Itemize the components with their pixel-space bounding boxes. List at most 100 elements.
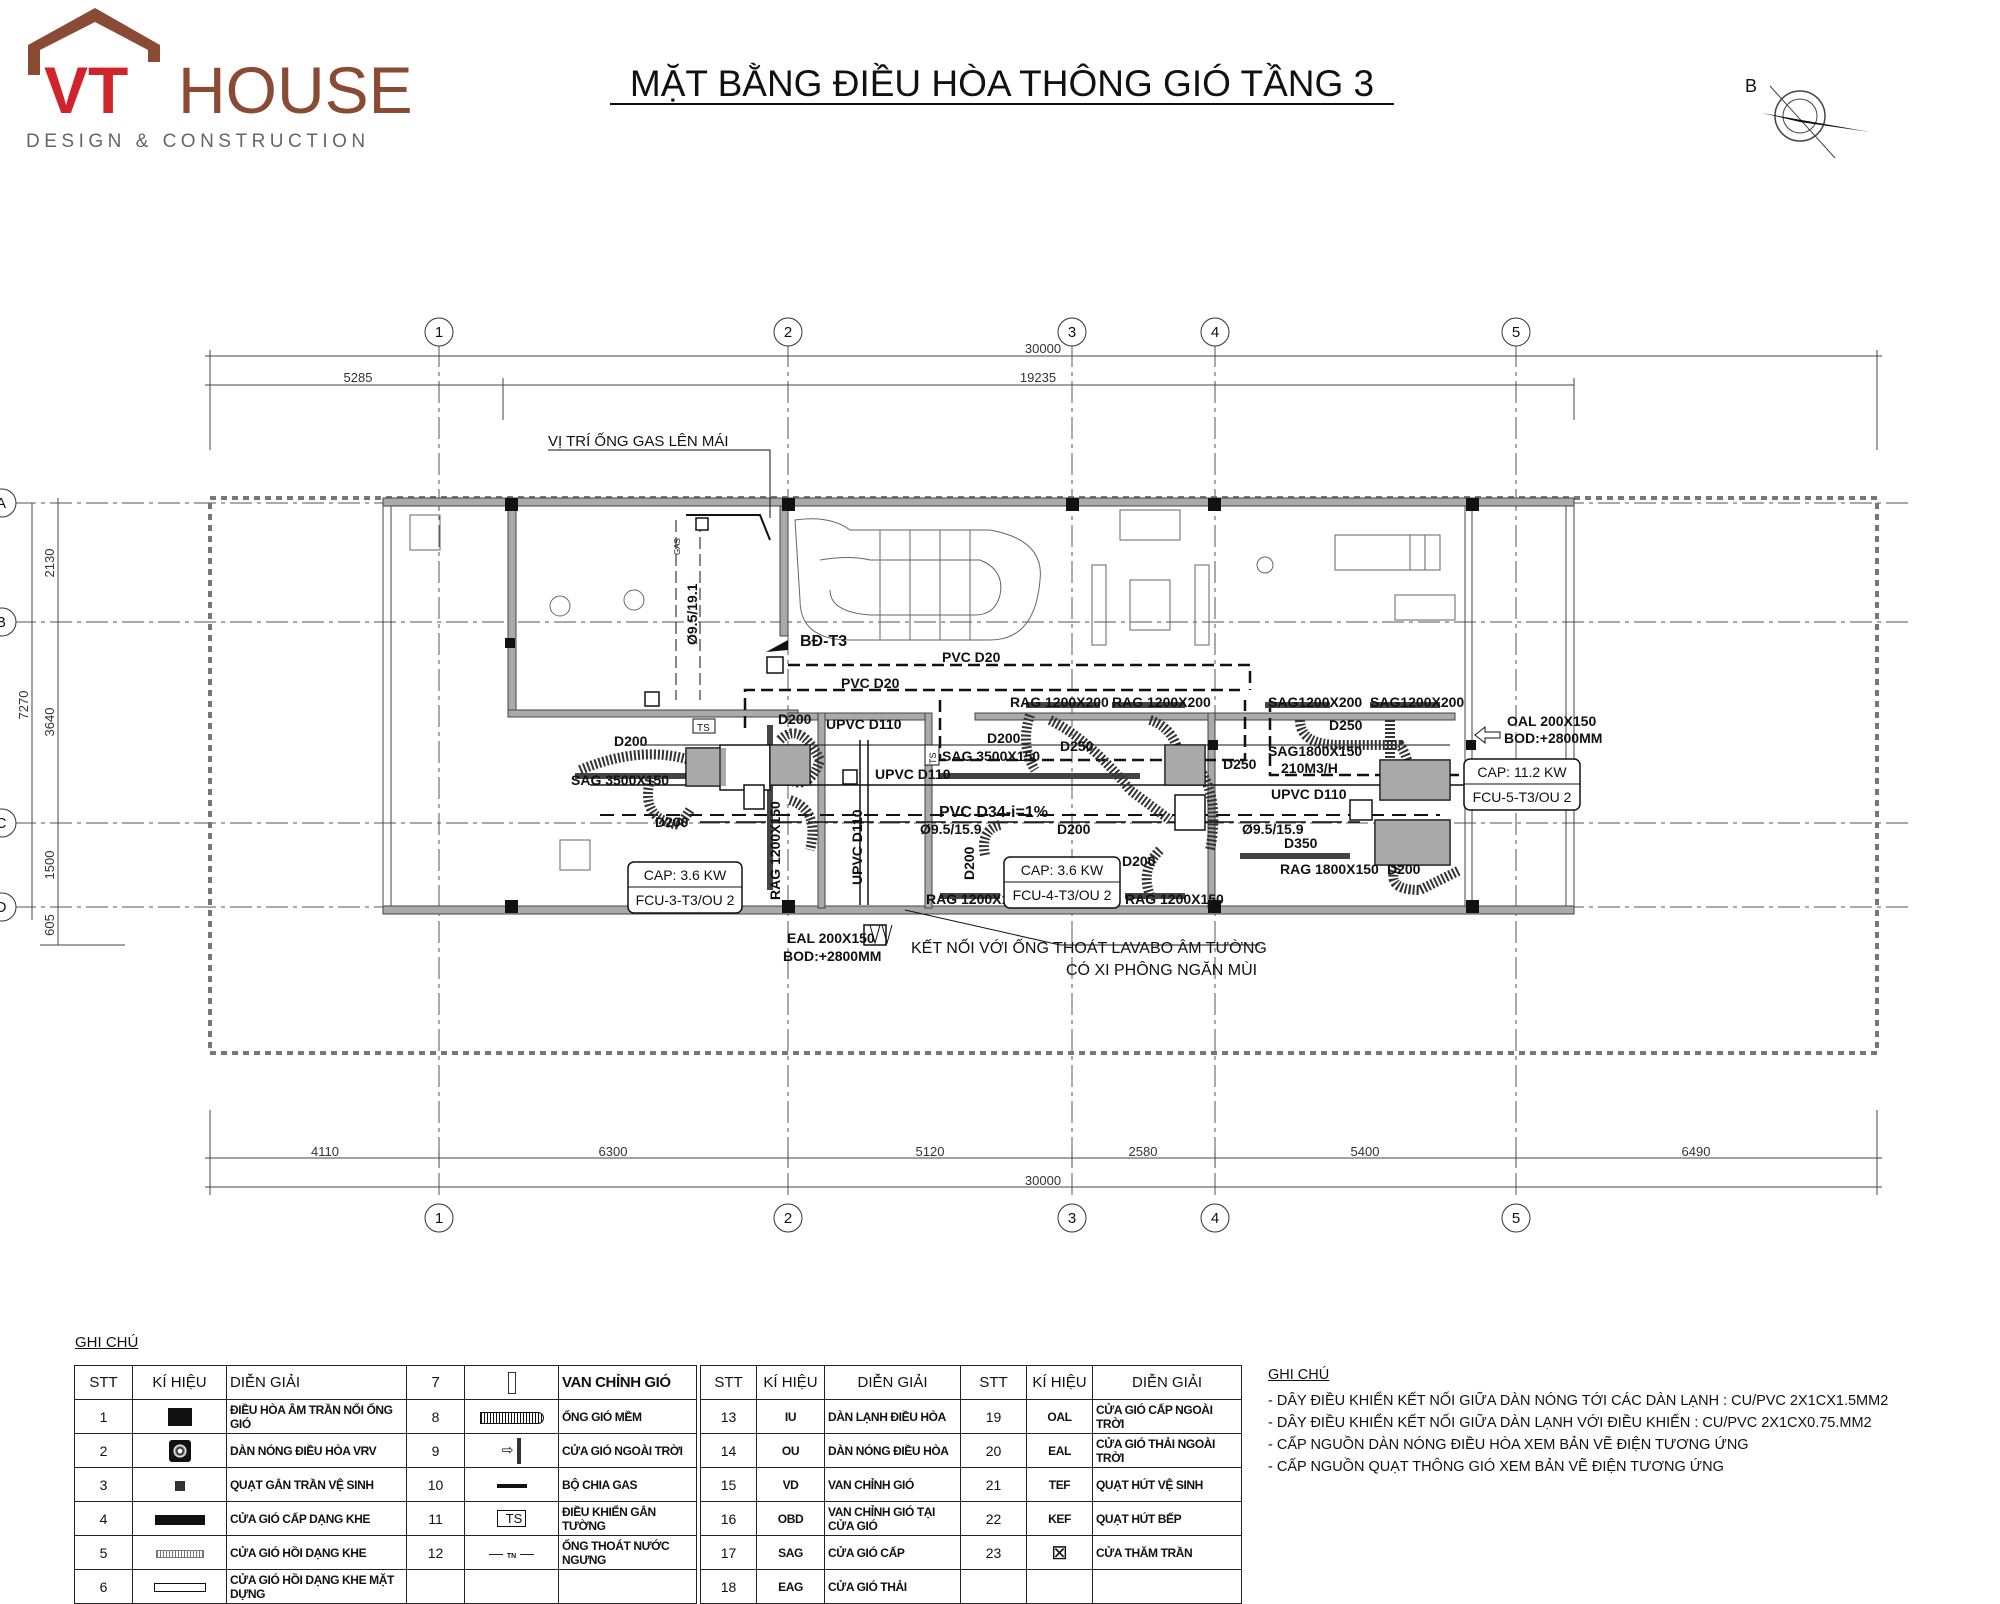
plan-label: D200 xyxy=(1122,853,1156,869)
header-desc: DIỄN GIẢI xyxy=(226,1365,407,1400)
legend-code: SAG xyxy=(756,1535,825,1570)
exhaust-arrows-icon xyxy=(869,924,893,945)
plan-label: Ø9.5/15.9 xyxy=(920,821,982,837)
legend-desc: CỬA GIÓ CẤP NGOÀI TRỜI xyxy=(1092,1399,1242,1434)
dim-left: 2130 xyxy=(42,549,57,578)
compass-label: B xyxy=(1745,76,1757,96)
notes-title: GHI CHÚ xyxy=(1268,1367,1330,1383)
bd-t3-marker xyxy=(766,640,788,652)
lavabo-note: CÓ XI PHÔNG NGĂN MÙI xyxy=(1066,960,1257,979)
grid-label-2: 2 xyxy=(784,324,792,341)
grid-label-3-bottom: 3 xyxy=(1068,1210,1076,1227)
legend-desc: DÀN NÓNG ĐIỀU HÒA VRV xyxy=(226,1433,407,1468)
thermostat-icon xyxy=(924,744,940,766)
grid-label-2-bottom: 2 xyxy=(784,1210,792,1227)
dim-bottom-part: 5120 xyxy=(916,1144,945,1159)
legend-code: EAL xyxy=(1026,1433,1093,1468)
legend-desc: DÀN LẠNH ĐIỀU HÒA xyxy=(824,1399,961,1434)
legend-header-row: STT KÍ HIỆU DIỄN GIẢI STT KÍ HIỆU DIỄN G… xyxy=(700,1365,1242,1400)
plan-label: D250 xyxy=(1329,717,1363,733)
thermostat-label: TS xyxy=(697,723,710,734)
header-stt: STT xyxy=(960,1365,1027,1400)
outdoor-air-arrow-icon xyxy=(1474,725,1501,745)
plan-label: D250 xyxy=(1223,756,1257,772)
fcu-capacity: CAP: 11.2 KW xyxy=(1477,764,1567,780)
lavabo-note: KẾT NỐI VỚI ỐNG THOÁT LAVABO ÂM TƯỜNG xyxy=(911,937,1267,957)
outdoor-unit-icon xyxy=(132,1433,227,1468)
legend-header-row: STT KÍ HIỆU DIỄN GIẢI 7 VAN CHỈNH GIÓ xyxy=(74,1365,697,1400)
damper-icon xyxy=(464,1365,559,1400)
legend-row: 4 CỬA GIÓ CẤP DẠNG KHE 11 TS ĐIỀU KHIỂN … xyxy=(74,1501,697,1536)
dim-bottom-part: 4110 xyxy=(311,1144,339,1159)
plan-label: D200 xyxy=(614,733,648,749)
header-desc: DIỄN GIẢI xyxy=(1092,1365,1242,1400)
dim-bottom-part: 6490 xyxy=(1682,1144,1711,1159)
legend-code: EAG xyxy=(756,1569,825,1604)
grid-label-5: 5 xyxy=(1512,324,1520,341)
plan-label: SAG1200X200 xyxy=(1370,694,1464,710)
furniture xyxy=(409,509,1456,871)
dim-left: 3640 xyxy=(42,708,57,737)
plan-label: D200 xyxy=(1057,821,1091,837)
plan-label: RAG 1200X200 xyxy=(1112,694,1211,710)
page-title: MẶT BẰNG ĐIỀU HÒA THÔNG GIÓ TẦNG 3 xyxy=(630,63,1374,104)
legend-stt: 6 xyxy=(74,1569,133,1604)
plan-label: SAG1800X150 xyxy=(1268,743,1362,759)
legend-stt: 17 xyxy=(700,1535,757,1570)
gas-pipe-label: GAS xyxy=(673,538,682,555)
plan-label: BĐ-T3 xyxy=(800,633,847,650)
legend-stt: 9 xyxy=(406,1433,465,1468)
legend-row: 1 ĐIỀU HÒA ÂM TRẦN NỐI ỐNG GIÓ 8 ỐNG GIÓ… xyxy=(74,1399,697,1434)
legend-desc: VAN CHỈNH GIÓ xyxy=(558,1365,697,1400)
ceiling-ac-icon xyxy=(132,1399,227,1434)
legend-desc: CỬA GIÓ CẤP xyxy=(824,1535,961,1570)
thermostat-label: TS xyxy=(928,752,938,764)
staircase xyxy=(794,518,1041,641)
wall-controller-icon: TS xyxy=(464,1501,559,1536)
logo-vt: VT xyxy=(44,53,128,127)
note-item: - CẤP NGUỒN DÀN NÓNG ĐIỀU HÒA XEM BẢN VẼ… xyxy=(1268,1437,1749,1453)
legend-stt: 14 xyxy=(700,1433,757,1468)
legend-code: OU xyxy=(756,1433,825,1468)
legend-stt: 3 xyxy=(74,1467,133,1502)
legend-desc: BỘ CHIA GAS xyxy=(558,1467,697,1502)
outdoor-louver-icon: ⇨ xyxy=(464,1433,559,1468)
plan-label: 210M3/H xyxy=(1281,760,1338,776)
crosshatch-fills xyxy=(686,745,1450,865)
logo-tagline: DESIGN & CONSTRUCTION xyxy=(26,131,370,152)
legend-desc: CỬA GIÓ HỒI DẠNG KHE MẶT DỰNG xyxy=(226,1569,407,1604)
condensate-pipe-icon: — TN — xyxy=(464,1535,559,1570)
legend-row: 2 DÀN NÓNG ĐIỀU HÒA VRV 9 ⇨ CỬA GIÓ NGOÀ… xyxy=(74,1433,697,1468)
north-compass-icon: B xyxy=(1745,76,1870,159)
legend-stt: 2 xyxy=(74,1433,133,1468)
legend-code: OBD xyxy=(756,1501,825,1536)
legend-row: 5 CỬA GIÓ HỒI DẠNG KHE 12 — TN — ỐNG THO… xyxy=(74,1535,697,1570)
dim-top-part: 19235 xyxy=(1020,370,1056,385)
grid-label-3: 3 xyxy=(1068,324,1076,341)
plan-label: SAG1200X200 xyxy=(1268,694,1362,710)
legend-row: 6 CỬA GIÓ HỒI DẠNG KHE MẶT DỰNG xyxy=(74,1569,697,1604)
legend-stt: 10 xyxy=(406,1467,465,1502)
plan-label: RAG 1200X150 xyxy=(926,891,1025,907)
plan-label: RAG 1200X150 xyxy=(1125,891,1224,907)
plan-label: UPVC D110 xyxy=(826,716,902,732)
grid-label-1-bottom: 1 xyxy=(435,1210,443,1227)
legend-stt: 7 xyxy=(406,1365,465,1400)
dim-top-total: 30000 xyxy=(1025,341,1061,356)
plan-label: RAG 1200X150 xyxy=(767,801,783,900)
header-symbol: KÍ HIỆU xyxy=(756,1365,825,1400)
legend-code: OAL xyxy=(1026,1399,1093,1434)
grid-bubbles-top xyxy=(0,317,1531,1233)
dim-left: 7270 xyxy=(16,691,31,720)
legend-stt: 15 xyxy=(700,1467,757,1502)
legend-code: VD xyxy=(756,1467,825,1502)
plan-label: D200 xyxy=(961,846,977,880)
fcu-5-box: CAP: 11.2 KW FCU-5-T3/OU 2 xyxy=(1463,758,1581,811)
header-stt: STT xyxy=(700,1365,757,1400)
legend-stt: 11 xyxy=(406,1501,465,1536)
